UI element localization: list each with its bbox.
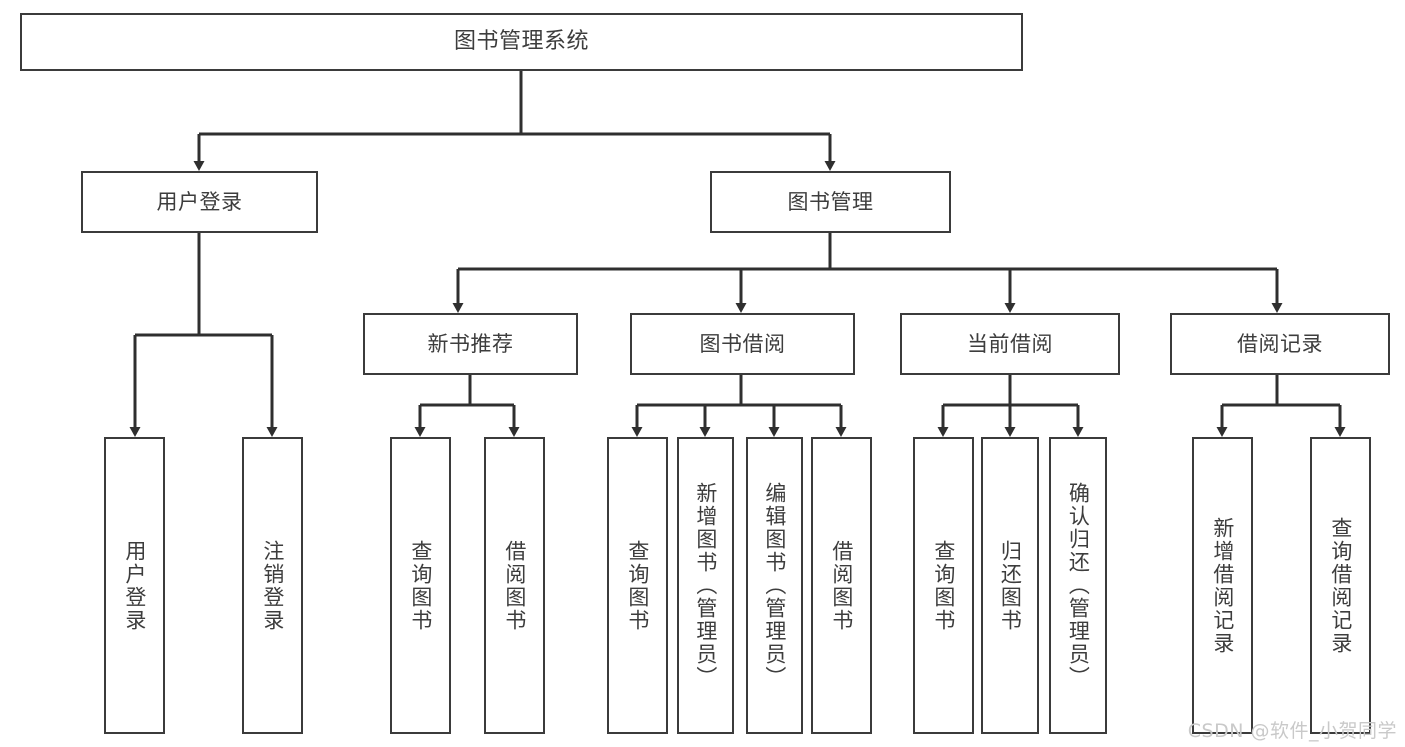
node-label: 查询图书 xyxy=(625,539,650,632)
node-leaf-query-book-2[interactable]: 查询图书 xyxy=(607,437,668,734)
node-label: 新增借阅记录 xyxy=(1210,516,1235,655)
node-borrow-record[interactable]: 借阅记录 xyxy=(1170,313,1390,375)
node-current-borrow[interactable]: 当前借阅 xyxy=(900,313,1120,375)
node-label: 新书推荐 xyxy=(427,331,514,356)
node-book-management[interactable]: 图书管理 xyxy=(710,171,951,233)
node-label: 编辑图书（管理员） xyxy=(762,482,787,689)
node-label: 图书管理 xyxy=(787,189,874,214)
node-label: 借阅图书 xyxy=(829,539,854,632)
node-label: 借阅图书 xyxy=(502,539,527,632)
node-book-management-system[interactable]: 图书管理系统 xyxy=(20,13,1023,71)
node-leaf-add-book-admin[interactable]: 新增图书（管理员） xyxy=(677,437,734,734)
node-leaf-edit-book-admin[interactable]: 编辑图书（管理员） xyxy=(746,437,803,734)
node-label: 用户登录 xyxy=(122,539,147,632)
node-leaf-borrow-book-2[interactable]: 借阅图书 xyxy=(811,437,872,734)
node-label: 图书管理系统 xyxy=(453,29,589,55)
node-user-login[interactable]: 用户登录 xyxy=(81,171,318,233)
node-label: 借阅记录 xyxy=(1237,331,1323,356)
node-label: 图书借阅 xyxy=(699,331,786,356)
node-book-borrow[interactable]: 图书借阅 xyxy=(630,313,855,375)
node-label: 确认归还（管理员） xyxy=(1066,482,1091,689)
node-leaf-confirm-return-admin[interactable]: 确认归还（管理员） xyxy=(1049,437,1107,734)
node-new-book-recommend[interactable]: 新书推荐 xyxy=(363,313,578,375)
node-label: 归还图书 xyxy=(998,539,1023,632)
node-leaf-query-book-3[interactable]: 查询图书 xyxy=(913,437,974,734)
node-label: 查询图书 xyxy=(408,539,433,632)
node-leaf-query-book-1[interactable]: 查询图书 xyxy=(390,437,451,734)
node-label: 当前借阅 xyxy=(967,331,1053,356)
node-leaf-add-borrow-record[interactable]: 新增借阅记录 xyxy=(1192,437,1253,734)
node-label: 查询借阅记录 xyxy=(1328,516,1353,655)
node-label: 注销登录 xyxy=(260,539,285,632)
node-label: 查询图书 xyxy=(931,539,956,632)
node-leaf-query-borrow-record[interactable]: 查询借阅记录 xyxy=(1310,437,1371,734)
node-label: 新增图书（管理员） xyxy=(693,482,718,689)
node-leaf-logout-login[interactable]: 注销登录 xyxy=(242,437,303,734)
node-label: 用户登录 xyxy=(156,189,243,214)
node-leaf-return-book[interactable]: 归还图书 xyxy=(981,437,1039,734)
watermark: CSDN @软件_小贺同学 xyxy=(1187,720,1397,742)
node-leaf-borrow-book-1[interactable]: 借阅图书 xyxy=(484,437,545,734)
node-leaf-user-login[interactable]: 用户登录 xyxy=(104,437,165,734)
